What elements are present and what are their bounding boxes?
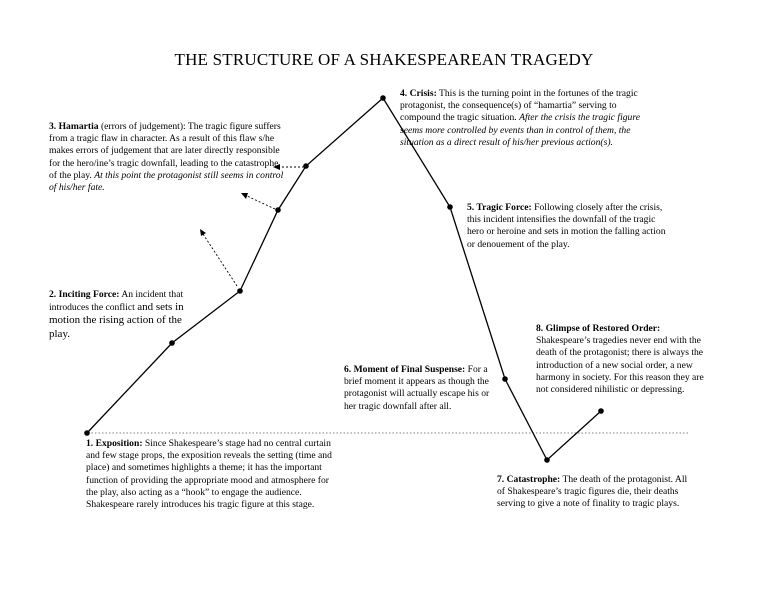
stage-heading: 8. Glimpse of Restored Order:: [536, 323, 661, 334]
point-crisis: [380, 95, 386, 101]
stage-tragic-force: 5. Tragic Force: Following closely after…: [467, 202, 667, 251]
point-rising-1: [169, 340, 175, 346]
stage-body: For a brief moment it appears as though …: [344, 364, 490, 412]
stage-heading: 2. Inciting Force:: [49, 289, 120, 300]
point-hamartia-1: [275, 207, 281, 213]
point-final-suspense: [502, 376, 508, 382]
stage-exposition: 1. Exposition: Since Shakespeare’s stage…: [86, 438, 336, 511]
stage-heading: 7. Catastrophe:: [497, 474, 561, 485]
page-title: THE STRUCTURE OF A SHAKESPEAREAN TRAGEDY: [174, 50, 594, 69]
stage-body: The death of the protagonist. All of Sha…: [497, 474, 688, 510]
stage-heading: 4. Crisis:: [400, 88, 437, 99]
stage-hamartia: 3. Hamartia (errors of judgement): The t…: [49, 121, 284, 194]
plot-points: [84, 95, 604, 463]
arrow-hamartia-3: [202, 233, 238, 287]
point-catastrophe: [544, 457, 550, 463]
stage-restored-order: 8. Glimpse of Restored Order: Shakespear…: [536, 323, 716, 396]
point-inciting-force: [237, 288, 243, 294]
stage-heading: 3. Hamartia: [49, 121, 99, 132]
stage-heading: 1. Exposition:: [86, 438, 143, 449]
point-tragic-force: [447, 204, 453, 210]
stage-body: Following closely after the crisis, this…: [467, 202, 666, 250]
point-exposition: [84, 430, 90, 436]
stage-body-large: and sets in motion the rising action of …: [49, 301, 184, 340]
stage-body: An incident that introduces the conflict: [49, 289, 184, 314]
stage-heading-extra: (errors of judgement):: [100, 121, 186, 132]
arrowhead-2: [241, 193, 248, 199]
stage-crisis: 4. Crisis: This is the turning point in …: [400, 88, 645, 149]
stage-body: Shakespeare’s tragedies never end with t…: [536, 335, 704, 396]
stage-heading: 6. Moment of Final Suspense:: [344, 364, 466, 375]
plot-line: [86, 97, 602, 462]
stage-catastrophe: 7. Catastrophe: The death of the protago…: [497, 474, 697, 511]
arrowhead-1: [273, 164, 280, 170]
point-restored-order: [598, 408, 604, 414]
stage-body: Since Shakespeare’s stage had no central…: [86, 438, 332, 511]
point-hamartia-2: [303, 163, 309, 169]
arrow-hamartia-2: [246, 195, 276, 210]
stage-italic: At this point the protagonist still seem…: [49, 169, 284, 194]
stage-inciting-force: 2. Inciting Force: An incident that intr…: [49, 289, 189, 341]
arrowhead-3: [200, 229, 206, 236]
stage-final-suspense: 6. Moment of Final Suspense: For a brief…: [344, 364, 502, 413]
stage-italic: After the crisis the tragic figure seems…: [400, 112, 640, 148]
stage-body: The tragic figure suffers from a tragic …: [49, 121, 281, 181]
stage-heading: 5. Tragic Force:: [467, 202, 532, 213]
stage-body: This is the turning point in the fortune…: [400, 88, 638, 124]
